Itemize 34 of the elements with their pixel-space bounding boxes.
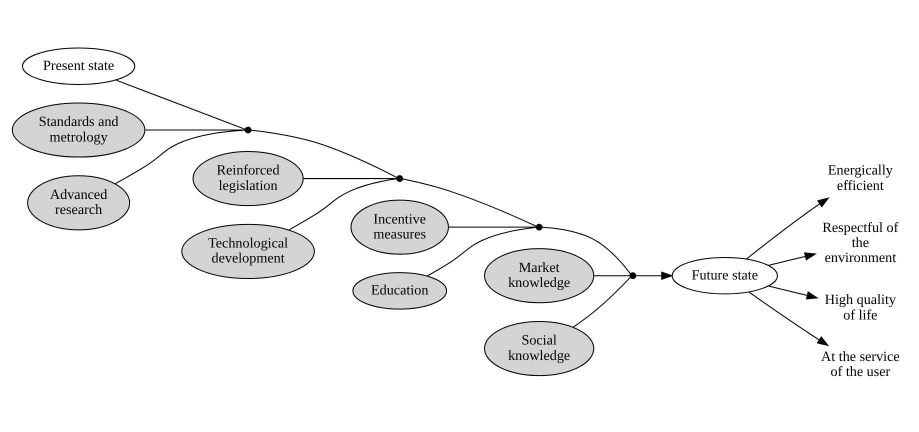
node-ellipse: Advanced research (27, 175, 130, 230)
arrow (768, 286, 819, 300)
connector (427, 226, 536, 276)
node-ellipse: Standards and metrology (12, 102, 146, 158)
connector (115, 79, 246, 130)
connector (542, 226, 631, 274)
arrow (768, 252, 817, 266)
connector (289, 178, 397, 230)
connector (572, 277, 631, 328)
node-ellipse: Present state (22, 48, 136, 85)
connector (304, 178, 396, 180)
connector (115, 130, 245, 184)
node-text: Respectful of the environment (822, 220, 898, 266)
node-circle (244, 126, 252, 134)
connector (402, 178, 536, 227)
arrow (748, 292, 830, 346)
arrow (636, 271, 674, 280)
node-ellipse: Incentive measures (350, 200, 449, 255)
arrow (746, 197, 830, 260)
connector (594, 275, 630, 276)
node-circle (536, 224, 543, 231)
node-text: Energically efficient (828, 162, 893, 194)
node-circle (396, 175, 404, 182)
node-ellipse: Technological development (181, 224, 315, 279)
node-text: At the service of the user (821, 348, 900, 380)
node-ellipse: Social knowledge (484, 320, 594, 376)
node-text: High quality of life (824, 292, 896, 324)
node-ellipse: Future state (672, 256, 778, 294)
node-ellipse: Reinforced legislation (192, 151, 304, 206)
connector (251, 130, 397, 178)
node-ellipse: Education (352, 272, 448, 310)
node-circle (629, 272, 636, 280)
node-ellipse: Market knowledge (484, 248, 594, 304)
connector (448, 226, 536, 228)
